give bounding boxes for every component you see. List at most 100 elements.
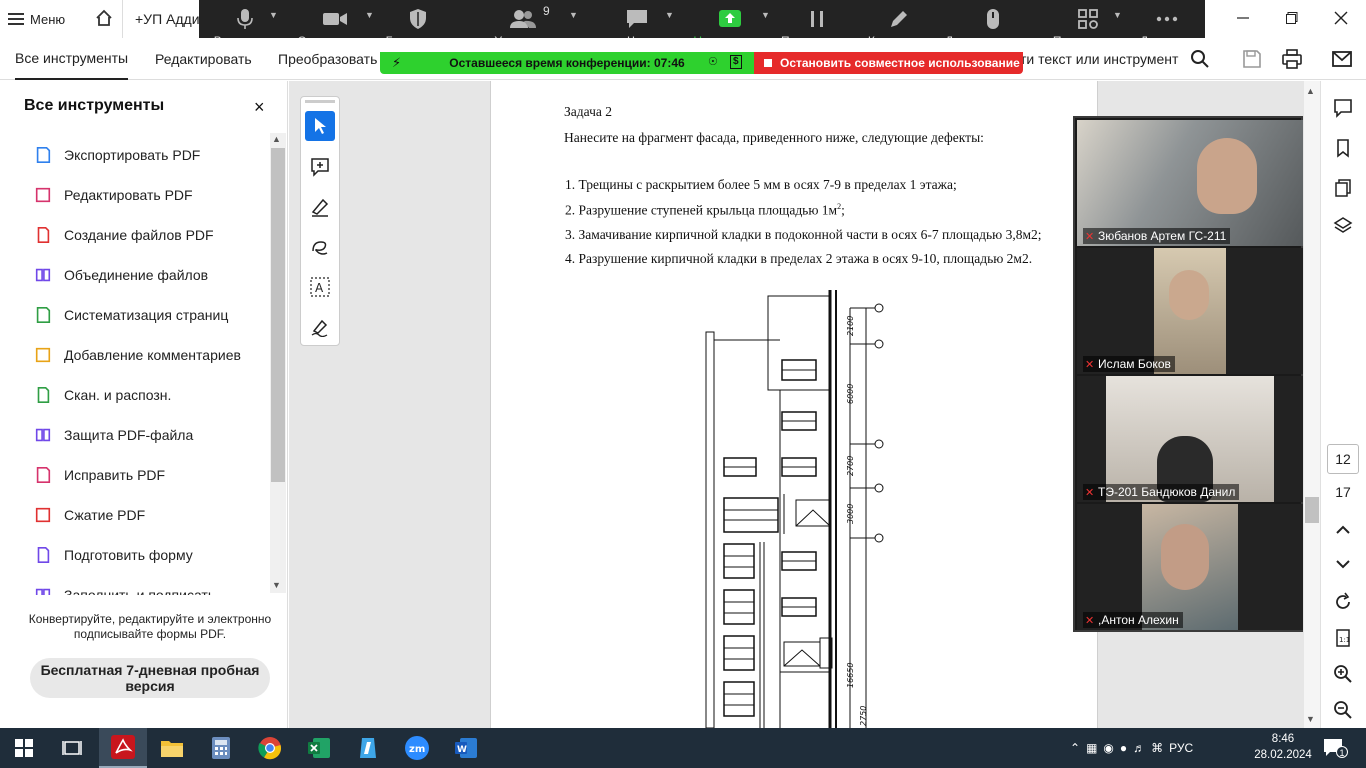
tool-label: Защита PDF-файла <box>64 427 194 443</box>
chevron-down-icon[interactable]: ▼ <box>365 10 374 20</box>
print-icon[interactable] <box>1282 49 1302 74</box>
strip-handle[interactable] <box>305 100 335 103</box>
fit-page-button[interactable]: 1:1 <box>1331 626 1355 650</box>
tools-scrollbar-thumb[interactable] <box>271 148 285 482</box>
network-icon[interactable]: ▦ <box>1086 741 1098 755</box>
prev-page-button[interactable] <box>1331 518 1355 542</box>
minimize-button[interactable] <box>1218 0 1267 36</box>
tray-overflow-icon[interactable]: ⌃ <box>1070 741 1081 755</box>
scroll-up-icon[interactable]: ▲ <box>272 134 281 144</box>
volume-icon[interactable]: ♬ <box>1133 741 1146 755</box>
tab-convert[interactable]: Преобразовать <box>278 51 378 67</box>
tool-label: Сжатие PDF <box>64 507 146 523</box>
taskbar-acrobat[interactable] <box>99 728 147 768</box>
window-controls <box>1218 0 1366 36</box>
tool-item[interactable]: Защита PDF-файла <box>0 415 270 455</box>
taskbar-chrome[interactable] <box>246 728 294 768</box>
pause-icon <box>811 11 823 27</box>
language-indicator[interactable]: РУС <box>1169 741 1194 755</box>
wifi-icon[interactable]: ⌘ <box>1151 741 1164 755</box>
tool-item[interactable]: Экспортировать PDF <box>0 135 270 175</box>
taskbar-calculator[interactable] <box>197 728 245 768</box>
tool-item[interactable]: Заполнить и подписать <box>0 575 270 595</box>
save-icon[interactable] <box>1242 49 1262 74</box>
tool-item[interactable]: Объединение файлов <box>0 255 270 295</box>
taskbar-excel[interactable] <box>295 728 343 768</box>
comments-panel-button[interactable] <box>1331 96 1355 120</box>
zoom-app-icon: zm <box>405 736 429 760</box>
search-tools-field[interactable]: ти текст или инструмент <box>1020 51 1179 67</box>
tool-item[interactable]: Добавление комментариев <box>0 335 270 375</box>
participant-tile[interactable]: ✕Зюбанов Артем ГС-211 <box>1077 120 1303 246</box>
text-tool-button[interactable]: A <box>305 272 335 302</box>
home-icon[interactable] <box>94 8 114 28</box>
select-tool-button[interactable] <box>305 111 335 141</box>
document-tab[interactable]: +УП Аддит <box>122 0 202 38</box>
chevron-down-icon[interactable]: ▼ <box>269 10 278 20</box>
tool-item[interactable]: Создание файлов PDF <box>0 215 270 255</box>
document-scrollbar-thumb[interactable] <box>1305 497 1319 523</box>
tool-item[interactable]: Исправить PDF <box>0 455 270 495</box>
participant-tile[interactable]: ✕Ислам Боков <box>1077 248 1303 374</box>
chevron-down-icon[interactable]: ▼ <box>761 10 770 20</box>
svg-text:zm: zm <box>409 744 425 755</box>
doc-scroll-up-icon[interactable]: ▲ <box>1306 86 1315 96</box>
layers-button[interactable] <box>1331 214 1355 238</box>
taskbar-clock[interactable]: 8:46 28.02.2024 <box>1254 733 1312 761</box>
refresh-button[interactable] <box>1331 590 1355 614</box>
refresh-icon <box>1336 592 1350 609</box>
close-window-button[interactable] <box>1316 0 1365 36</box>
draw-tool-button[interactable] <box>305 232 335 262</box>
add-comment-button[interactable] <box>305 152 335 182</box>
camera-icon[interactable]: ◉ <box>1103 741 1114 755</box>
highlight-tool-button[interactable] <box>305 192 335 222</box>
tool-icon <box>34 426 52 444</box>
scroll-down-icon[interactable]: ▼ <box>272 580 281 590</box>
mic-tray-icon[interactable]: ● <box>1119 741 1128 755</box>
free-trial-button[interactable]: Бесплатная 7-дневная пробная версия <box>30 658 270 698</box>
taskbar-word[interactable]: W <box>442 728 490 768</box>
next-page-button[interactable] <box>1331 552 1355 576</box>
pages-button[interactable] <box>1331 176 1355 200</box>
tool-item[interactable]: Скан. и распозн. <box>0 375 270 415</box>
taskbar-zoom[interactable]: zm <box>393 728 441 768</box>
tab-edit[interactable]: Редактировать <box>155 51 252 67</box>
notification-center-button[interactable]: 1 <box>1322 736 1348 762</box>
close-panel-button[interactable]: × <box>254 97 265 117</box>
doc-scroll-down-icon[interactable]: ▼ <box>1306 714 1315 724</box>
zoom-out-button[interactable] <box>1331 698 1355 722</box>
sign-tool-button[interactable] <box>305 312 335 342</box>
chevron-down-icon[interactable]: ▼ <box>665 10 674 20</box>
tool-item[interactable]: Систематизация страниц <box>0 295 270 335</box>
document-scrollbar[interactable] <box>1304 81 1320 728</box>
chevron-down-icon[interactable]: ▼ <box>569 10 578 20</box>
chevron-up-icon <box>1336 525 1350 534</box>
participant-tile[interactable]: ✕,Антон Алехин <box>1077 504 1303 630</box>
menu-button[interactable]: Меню <box>8 8 65 30</box>
tool-item[interactable]: Редактировать PDF <box>0 175 270 215</box>
start-button[interactable] <box>0 728 48 768</box>
task-instruction: Нанесите на фрагмент фасада, приведенног… <box>564 130 984 145</box>
tab-all-tools[interactable]: Все инструменты <box>15 38 129 80</box>
bookmarks-button[interactable] <box>1331 136 1355 160</box>
share-screen-icon <box>719 10 741 27</box>
comment-icon <box>1334 99 1352 118</box>
chevron-down-icon[interactable]: ▼ <box>1113 10 1122 20</box>
zoom-in-button[interactable] <box>1331 662 1355 686</box>
participant-tile[interactable]: ✕ТЭ-201 Бандюков Данил <box>1077 376 1303 502</box>
tool-item[interactable]: Сжатие PDF <box>0 495 270 535</box>
stop-share-button[interactable]: Остановить совместное использование <box>754 52 1023 74</box>
stop-icon <box>764 59 772 67</box>
zoom-video-panel[interactable]: ✕Зюбанов Артем ГС-211 ✕Ислам Боков ✕ТЭ-2… <box>1073 116 1303 632</box>
dim-label-2700: 2700 <box>846 456 855 476</box>
shield-icon <box>410 9 426 29</box>
search-icon[interactable] <box>1190 49 1210 74</box>
notification-count: 1 <box>1336 746 1348 758</box>
task-view-button[interactable] <box>48 728 96 768</box>
maximize-button[interactable] <box>1267 0 1316 36</box>
tool-item[interactable]: Подготовить форму <box>0 535 270 575</box>
current-page-input[interactable]: 12 <box>1327 444 1359 474</box>
mail-icon[interactable] <box>1332 50 1352 73</box>
taskbar-explorer[interactable] <box>148 728 196 768</box>
taskbar-notes-app[interactable] <box>344 728 392 768</box>
